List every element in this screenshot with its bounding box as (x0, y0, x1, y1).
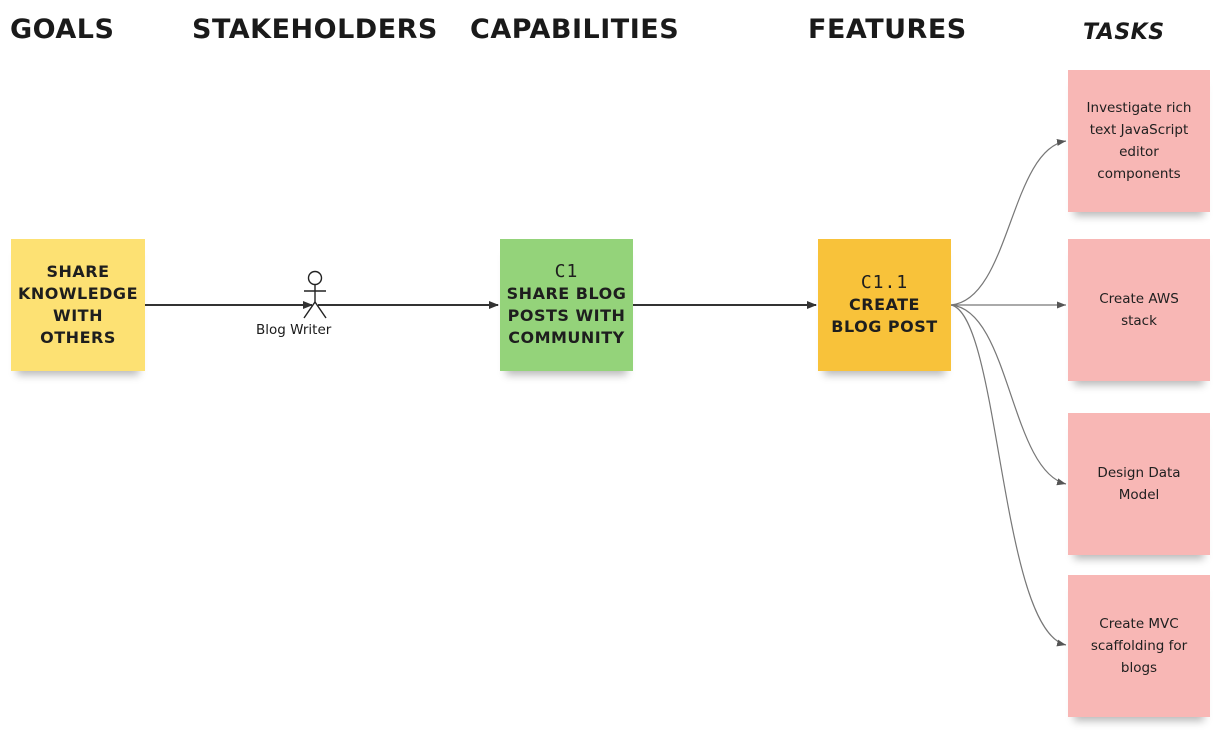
task-line: Investigate rich (1086, 100, 1192, 116)
feature-to-task-3-arrow (950, 304, 1067, 647)
goal-line: SHARE (46, 262, 110, 281)
task-sticky-note[interactable]: Investigate rich text JavaScript editor … (1068, 70, 1210, 212)
stakeholder-label: Blog Writer (256, 322, 332, 338)
feature-to-task-0-arrow (950, 138, 1067, 306)
task-line: blogs (1120, 660, 1158, 676)
goal-line: OTHERS (40, 328, 116, 347)
task-line: Create MVC (1099, 616, 1179, 632)
capabilities-header: CAPABILITIES (470, 14, 680, 45)
goals-header: GOALS (10, 14, 115, 45)
goal-line: WITH (53, 306, 103, 325)
task-line: Design Data (1097, 465, 1181, 481)
capability-sticky-note[interactable]: C1 SHARE BLOG POSTS WITH COMMUNITY (500, 239, 633, 371)
task-line: Create AWS (1099, 291, 1179, 307)
capability-line: POSTS WITH (507, 306, 626, 325)
task-line: components (1097, 166, 1181, 182)
feature-to-task-2-arrow (950, 304, 1067, 486)
task-line: text JavaScript (1089, 122, 1189, 138)
goal-sticky-note[interactable]: SHARE KNOWLEDGE WITH OTHERS (11, 239, 145, 371)
features-header: FEATURES (808, 14, 967, 45)
task-line: scaffolding for (1090, 638, 1188, 654)
tasks-header: TASKS (1083, 20, 1165, 45)
capability-code: C1 (554, 261, 579, 282)
feature-line: CREATE (849, 295, 920, 314)
feature-line: BLOG POST (831, 317, 938, 336)
feature-code: C1.1 (860, 272, 909, 293)
task-sticky-note[interactable]: Design Data Model (1068, 413, 1210, 555)
task-line: Model (1118, 487, 1160, 503)
feature-sticky-note[interactable]: C1.1 CREATE BLOG POST (818, 239, 951, 371)
capability-line: COMMUNITY (508, 328, 625, 347)
stick-figure-actor-icon[interactable] (290, 268, 340, 328)
capability-line: SHARE BLOG (506, 284, 627, 303)
task-line: editor (1119, 144, 1159, 160)
goal-line: KNOWLEDGE (17, 284, 138, 303)
task-line: stack (1121, 313, 1157, 329)
task-sticky-note[interactable]: Create AWS stack (1068, 239, 1210, 381)
task-sticky-note[interactable]: Create MVC scaffolding for blogs (1068, 575, 1210, 717)
stakeholders-header: STAKEHOLDERS (192, 14, 438, 45)
